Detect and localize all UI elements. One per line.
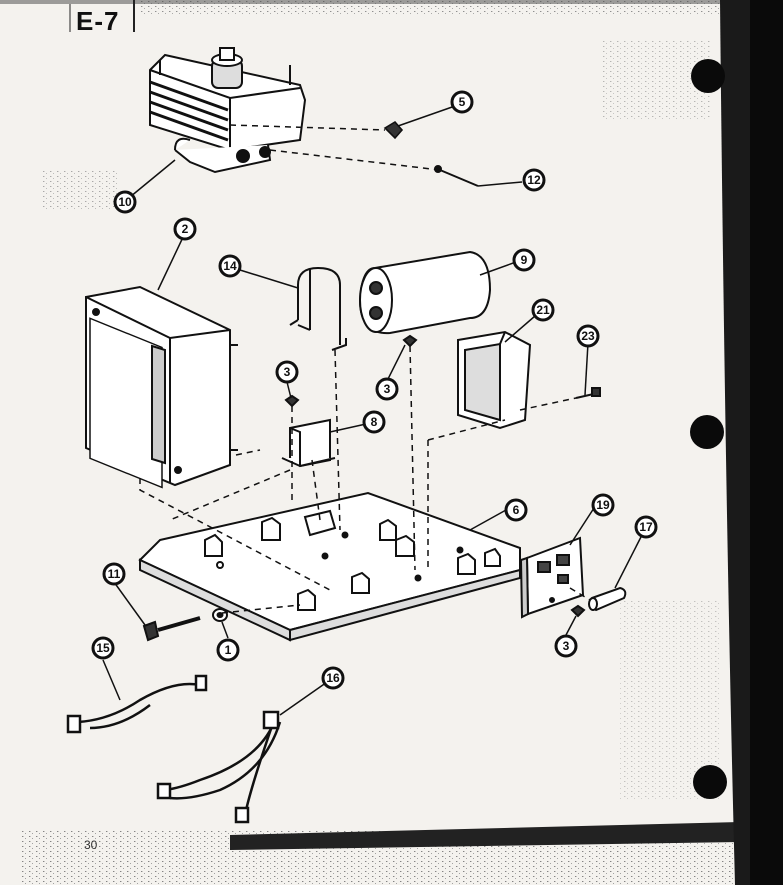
callout-number: 12 <box>527 173 541 187</box>
capacitor-bracket-part <box>289 266 347 351</box>
capacitor-part <box>358 250 492 335</box>
relay-part <box>281 418 336 468</box>
callout-c8: 8 <box>362 410 386 434</box>
screw-parts <box>284 334 601 618</box>
callout-c11: 11 <box>102 562 126 586</box>
leader-lines <box>102 105 644 716</box>
callout-number: 15 <box>96 641 110 655</box>
callout-c15: 15 <box>91 636 115 660</box>
callout-c3b: 3 <box>375 377 399 401</box>
thermal-cutout-part <box>383 120 404 140</box>
callout-number: 11 <box>108 567 121 581</box>
callout-number: 3 <box>384 382 391 396</box>
callout-c23: 23 <box>576 324 600 348</box>
callout-number: 10 <box>118 195 132 209</box>
callout-number: 16 <box>326 671 340 685</box>
callout-c14: 14 <box>218 254 242 278</box>
callout-c3c: 3 <box>554 634 578 658</box>
base-plate-part <box>138 491 521 642</box>
wire-harness-part-16 <box>156 710 282 824</box>
callout-number: 6 <box>513 503 520 517</box>
alignment-lines <box>139 124 591 614</box>
callout-number: 9 <box>521 253 528 267</box>
magnetron-part <box>149 47 307 174</box>
callout-number: 1 <box>225 643 232 657</box>
callout-number: 2 <box>182 222 189 236</box>
small-transformer-part <box>457 330 532 430</box>
callout-c17: 17 <box>634 515 658 539</box>
callout-number: 3 <box>563 639 570 653</box>
wire-harness-part-15 <box>66 674 208 734</box>
callout-number: 14 <box>223 259 237 273</box>
callout-c16: 16 <box>321 666 345 690</box>
callout-c19: 19 <box>591 493 615 517</box>
callout-number: 19 <box>596 498 610 512</box>
callout-number: 5 <box>459 95 466 109</box>
callout-number: 17 <box>639 520 653 534</box>
transformer-part <box>85 285 238 489</box>
fuse-part <box>588 586 627 612</box>
callout-number: 3 <box>284 365 291 379</box>
callout-c12: 12 <box>522 168 546 192</box>
callout-c5: 5 <box>450 90 474 114</box>
binder-hole-middle <box>690 415 724 449</box>
callout-c21: 21 <box>531 298 555 322</box>
bolt-part <box>142 616 201 642</box>
binder-hole-bottom <box>693 765 727 799</box>
mounting-screw-part <box>434 165 479 187</box>
binder-hole-top <box>691 59 725 93</box>
callout-c1: 1 <box>216 638 240 662</box>
callout-number: 8 <box>371 415 378 429</box>
callout-c10: 10 <box>113 190 137 214</box>
callout-c2: 2 <box>173 217 197 241</box>
washer-part <box>212 608 228 622</box>
callout-c9: 9 <box>512 248 536 272</box>
callout-c3a: 3 <box>275 360 299 384</box>
page-number: 30 <box>84 838 98 852</box>
callout-number: 23 <box>581 329 595 343</box>
control-board-part <box>519 536 585 619</box>
callout-c6: 6 <box>504 498 528 522</box>
sheet-label: E-7 <box>76 6 120 36</box>
callout-number: 21 <box>536 303 550 317</box>
